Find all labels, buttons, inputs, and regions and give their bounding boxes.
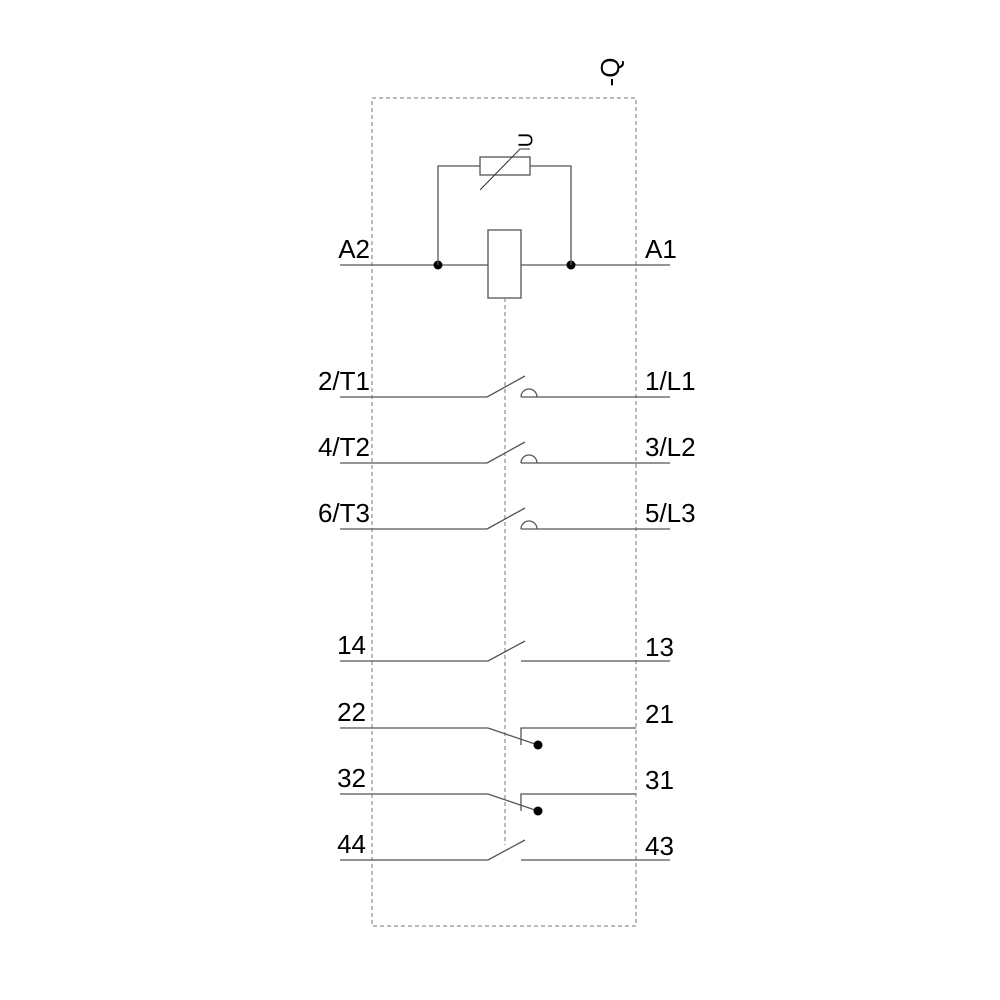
terminal-label: 21 <box>645 699 674 729</box>
terminal-label-a2: A2 <box>338 234 370 264</box>
terminal-label: 13 <box>645 632 674 662</box>
terminal-label: 2/T1 <box>318 366 370 396</box>
coil-symbol <box>487 229 522 299</box>
terminal-label: 44 <box>337 829 366 859</box>
varistor-symbol <box>479 156 531 176</box>
main-contact-1: 2/T1 1/L1 <box>318 366 696 398</box>
varistor-label: U <box>515 133 537 147</box>
terminal-label: 1/L1 <box>645 366 696 396</box>
main-contact-2: 4/T2 3/L2 <box>318 432 696 464</box>
main-contact-3: 6/T3 5/L3 <box>318 498 696 530</box>
coil-circuit: U A2 A1 <box>338 133 677 299</box>
terminal-label: 5/L3 <box>645 498 696 528</box>
aux-contact-nc-31-32: 32 31 <box>337 763 674 816</box>
aux-contact-no-13-14: 14 13 <box>337 630 674 662</box>
terminal-label: 32 <box>337 763 366 793</box>
terminal-label: 14 <box>337 630 366 660</box>
terminal-label: 22 <box>337 697 366 727</box>
terminal-label: 6/T3 <box>318 498 370 528</box>
terminal-label-a1: A1 <box>645 234 677 264</box>
terminal-label: 3/L2 <box>645 432 696 462</box>
terminal-label: 4/T2 <box>318 432 370 462</box>
aux-contact-no-43-44: 44 43 <box>337 829 674 861</box>
device-enclosure-boundary <box>371 97 637 927</box>
aux-contact-nc-21-22: 22 21 <box>337 697 674 750</box>
terminal-label: 31 <box>645 765 674 795</box>
device-label: -Q <box>595 58 625 87</box>
terminal-label: 43 <box>645 831 674 861</box>
